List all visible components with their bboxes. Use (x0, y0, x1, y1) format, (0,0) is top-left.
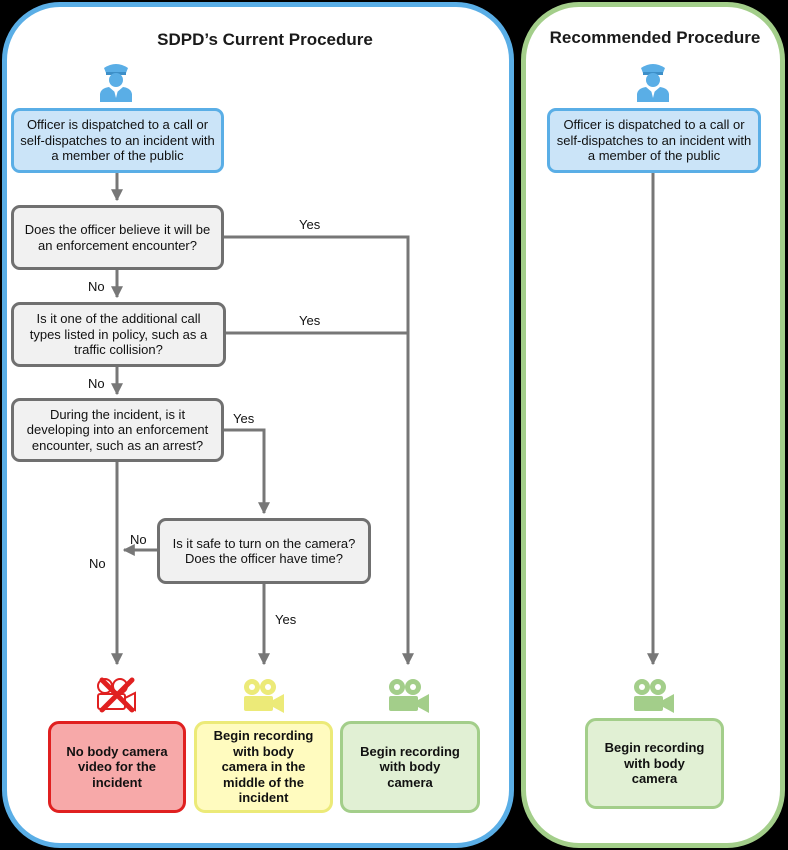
video-camera-icon (389, 679, 429, 713)
rec-begin-recording-box: Begin recording with body camera (585, 718, 724, 809)
question-safe-box: Is it safe to turn on the camera? Does t… (157, 518, 371, 584)
dispatch-box: Officer is dispatched to a call or self-… (11, 108, 224, 173)
police-officer-icon (100, 64, 132, 102)
label-yes-q4: Yes (275, 612, 297, 627)
camera-crossed-icon (97, 677, 136, 713)
label-yes-q1: Yes (299, 217, 321, 232)
question-enforcement-box: Does the officer believe it will be an e… (11, 205, 224, 270)
label-no-q3: No (89, 556, 106, 571)
outcome-no-video-box: No body camera video for the incident (48, 721, 186, 813)
current-procedure-title: SDPD’s Current Procedure (157, 30, 373, 49)
outcome-middle-recording-box: Begin recording with body camera in the … (194, 721, 333, 813)
label-yes-q2: Yes (299, 313, 321, 328)
label-no-q2: No (88, 376, 105, 391)
outcome-begin-recording-box: Begin recording with body camera (340, 721, 480, 813)
label-yes-q3: Yes (233, 411, 255, 426)
question-call-types-box: Is it one of the additional call types l… (11, 302, 226, 367)
question-developing-box: During the incident, is it developing in… (11, 398, 224, 462)
label-no-q4: No (130, 532, 147, 547)
rec-dispatch-box: Officer is dispatched to a call or self-… (547, 108, 761, 173)
label-no-q1: No (88, 279, 105, 294)
video-camera-icon (244, 679, 284, 713)
video-camera-icon (634, 679, 674, 713)
police-officer-icon (637, 64, 669, 102)
recommended-procedure-title: Recommended Procedure (549, 28, 761, 47)
